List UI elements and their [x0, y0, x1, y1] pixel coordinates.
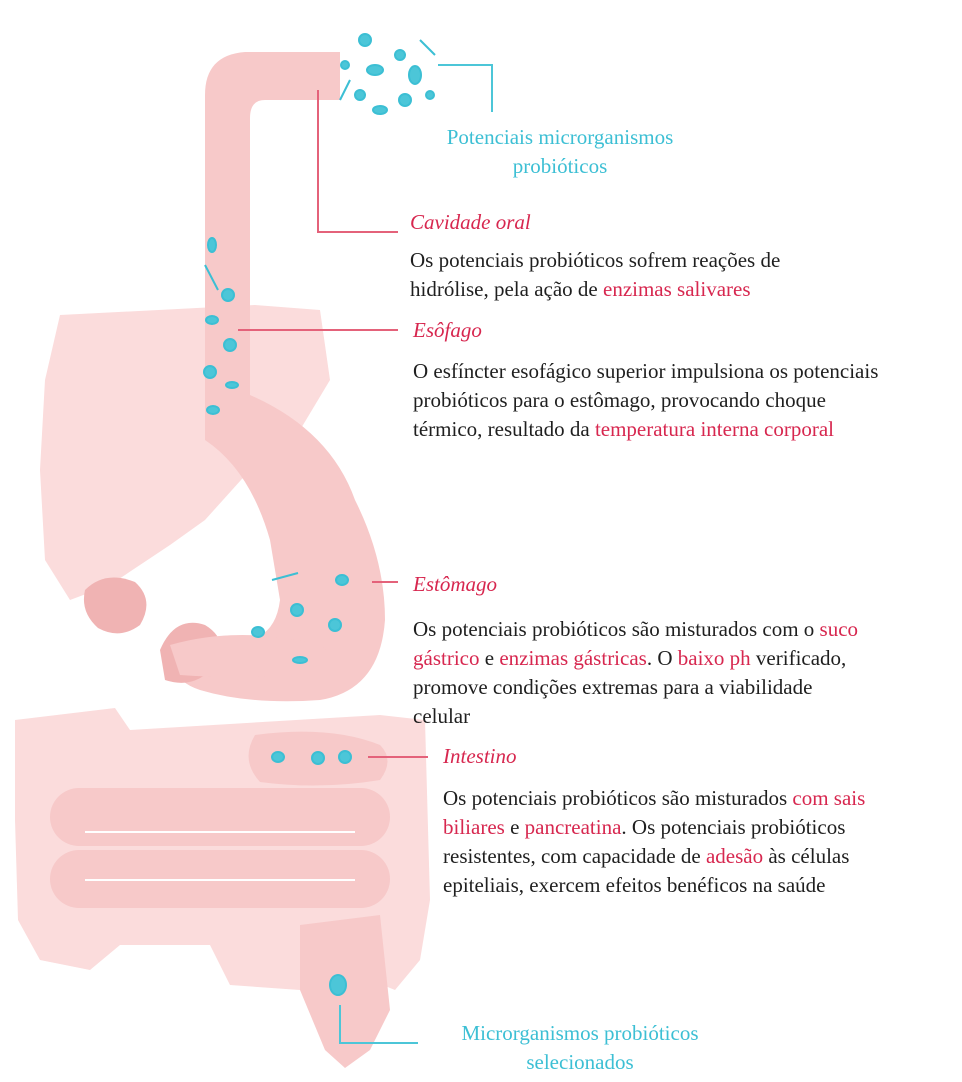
intestine-line2-mid: e: [505, 815, 525, 839]
selected-label-line2: selecionados: [420, 1048, 740, 1077]
stomach-line4: celular: [413, 702, 858, 731]
esophagus-title: Esôfago: [413, 318, 482, 343]
intestine-highlight-biliares: biliares: [443, 815, 505, 839]
stomach-line1: Os potenciais probióticos são misturados…: [413, 615, 858, 644]
stomach-title: Estômago: [413, 572, 497, 597]
intestine-highlight-pancreatina: pancreatina: [525, 815, 622, 839]
intestine-line4: epiteliais, exercem efeitos benéficos na…: [443, 871, 865, 900]
stomach-line2-post: verificado,: [751, 646, 847, 670]
stomach-highlight-gastrico: gástrico: [413, 646, 479, 670]
intestine-line1-text: Os potenciais probióticos são misturados: [443, 786, 792, 810]
esophagus-line3-text: térmico, resultado da: [413, 417, 595, 441]
oral-title: Cavidade oral: [410, 210, 531, 235]
intestine-line2: biliares e pancreatina. Os potenciais pr…: [443, 813, 865, 842]
intestine-title: Intestino: [443, 744, 517, 769]
selected-label-line1: Microrganismos probióticos: [420, 1019, 740, 1048]
bacteria-icon: [330, 975, 346, 995]
stomach-highlight-ph: baixo ph: [678, 646, 751, 670]
intestine-highlight-sais: com sais: [792, 786, 865, 810]
esophagus-line3: térmico, resultado da temperatura intern…: [413, 415, 878, 444]
esophagus-description: O esfíncter esofágico superior impulsion…: [413, 357, 878, 444]
oral-line1: Os potenciais probióticos sofrem reações…: [410, 246, 780, 275]
stomach-description: Os potenciais probióticos são misturados…: [413, 615, 858, 731]
stomach-line1-text: Os potenciais probióticos são misturados…: [413, 617, 820, 641]
probiotics-label-line1: Potenciais microrganismos: [415, 123, 705, 152]
microorganism-cluster-icon: [340, 34, 435, 114]
intestine-highlight-adesao: adesão: [706, 844, 763, 868]
intestine-description: Os potenciais probióticos são misturados…: [443, 784, 865, 900]
probiotics-connector: [438, 65, 492, 112]
intestine-line3: resistentes, com capacidade de adesão às…: [443, 842, 865, 871]
oral-description: Os potenciais probióticos sofrem reações…: [410, 246, 780, 304]
stomach-line2-mid2: . O: [647, 646, 678, 670]
probiotics-label: Potenciais microrganismos probióticos: [415, 123, 705, 181]
gallbladder-shape: [84, 578, 147, 634]
stomach-line3: promove condições extremas para a viabil…: [413, 673, 858, 702]
intestine-line3-text: resistentes, com capacidade de: [443, 844, 706, 868]
esophagus-highlight: temperatura interna corporal: [595, 417, 834, 441]
intestine-line2-post: . Os potenciais probióticos: [621, 815, 845, 839]
stomach-line2-mid1: e: [479, 646, 499, 670]
small-intestine-loop-1: [50, 788, 390, 846]
intestine-line3-post: às células: [763, 844, 849, 868]
oral-line2-text: hidrólise, pela ação de: [410, 277, 603, 301]
stomach-highlight-enzimas: enzimas gástricas: [499, 646, 647, 670]
oral-line2: hidrólise, pela ação de enzimas salivare…: [410, 275, 780, 304]
esophagus-line1: O esfíncter esofágico superior impulsion…: [413, 357, 878, 386]
stomach-highlight-suco: suco: [820, 617, 859, 641]
stomach-line2: gástrico e enzimas gástricas. O baixo ph…: [413, 644, 858, 673]
probiotics-label-line2: probióticos: [415, 152, 705, 181]
intestine-line1: Os potenciais probióticos são misturados…: [443, 784, 865, 813]
oral-highlight: enzimas salivares: [603, 277, 751, 301]
esophagus-line2: probióticos para o estômago, provocando …: [413, 386, 878, 415]
selected-label: Microrganismos probióticos selecionados: [420, 1019, 740, 1077]
